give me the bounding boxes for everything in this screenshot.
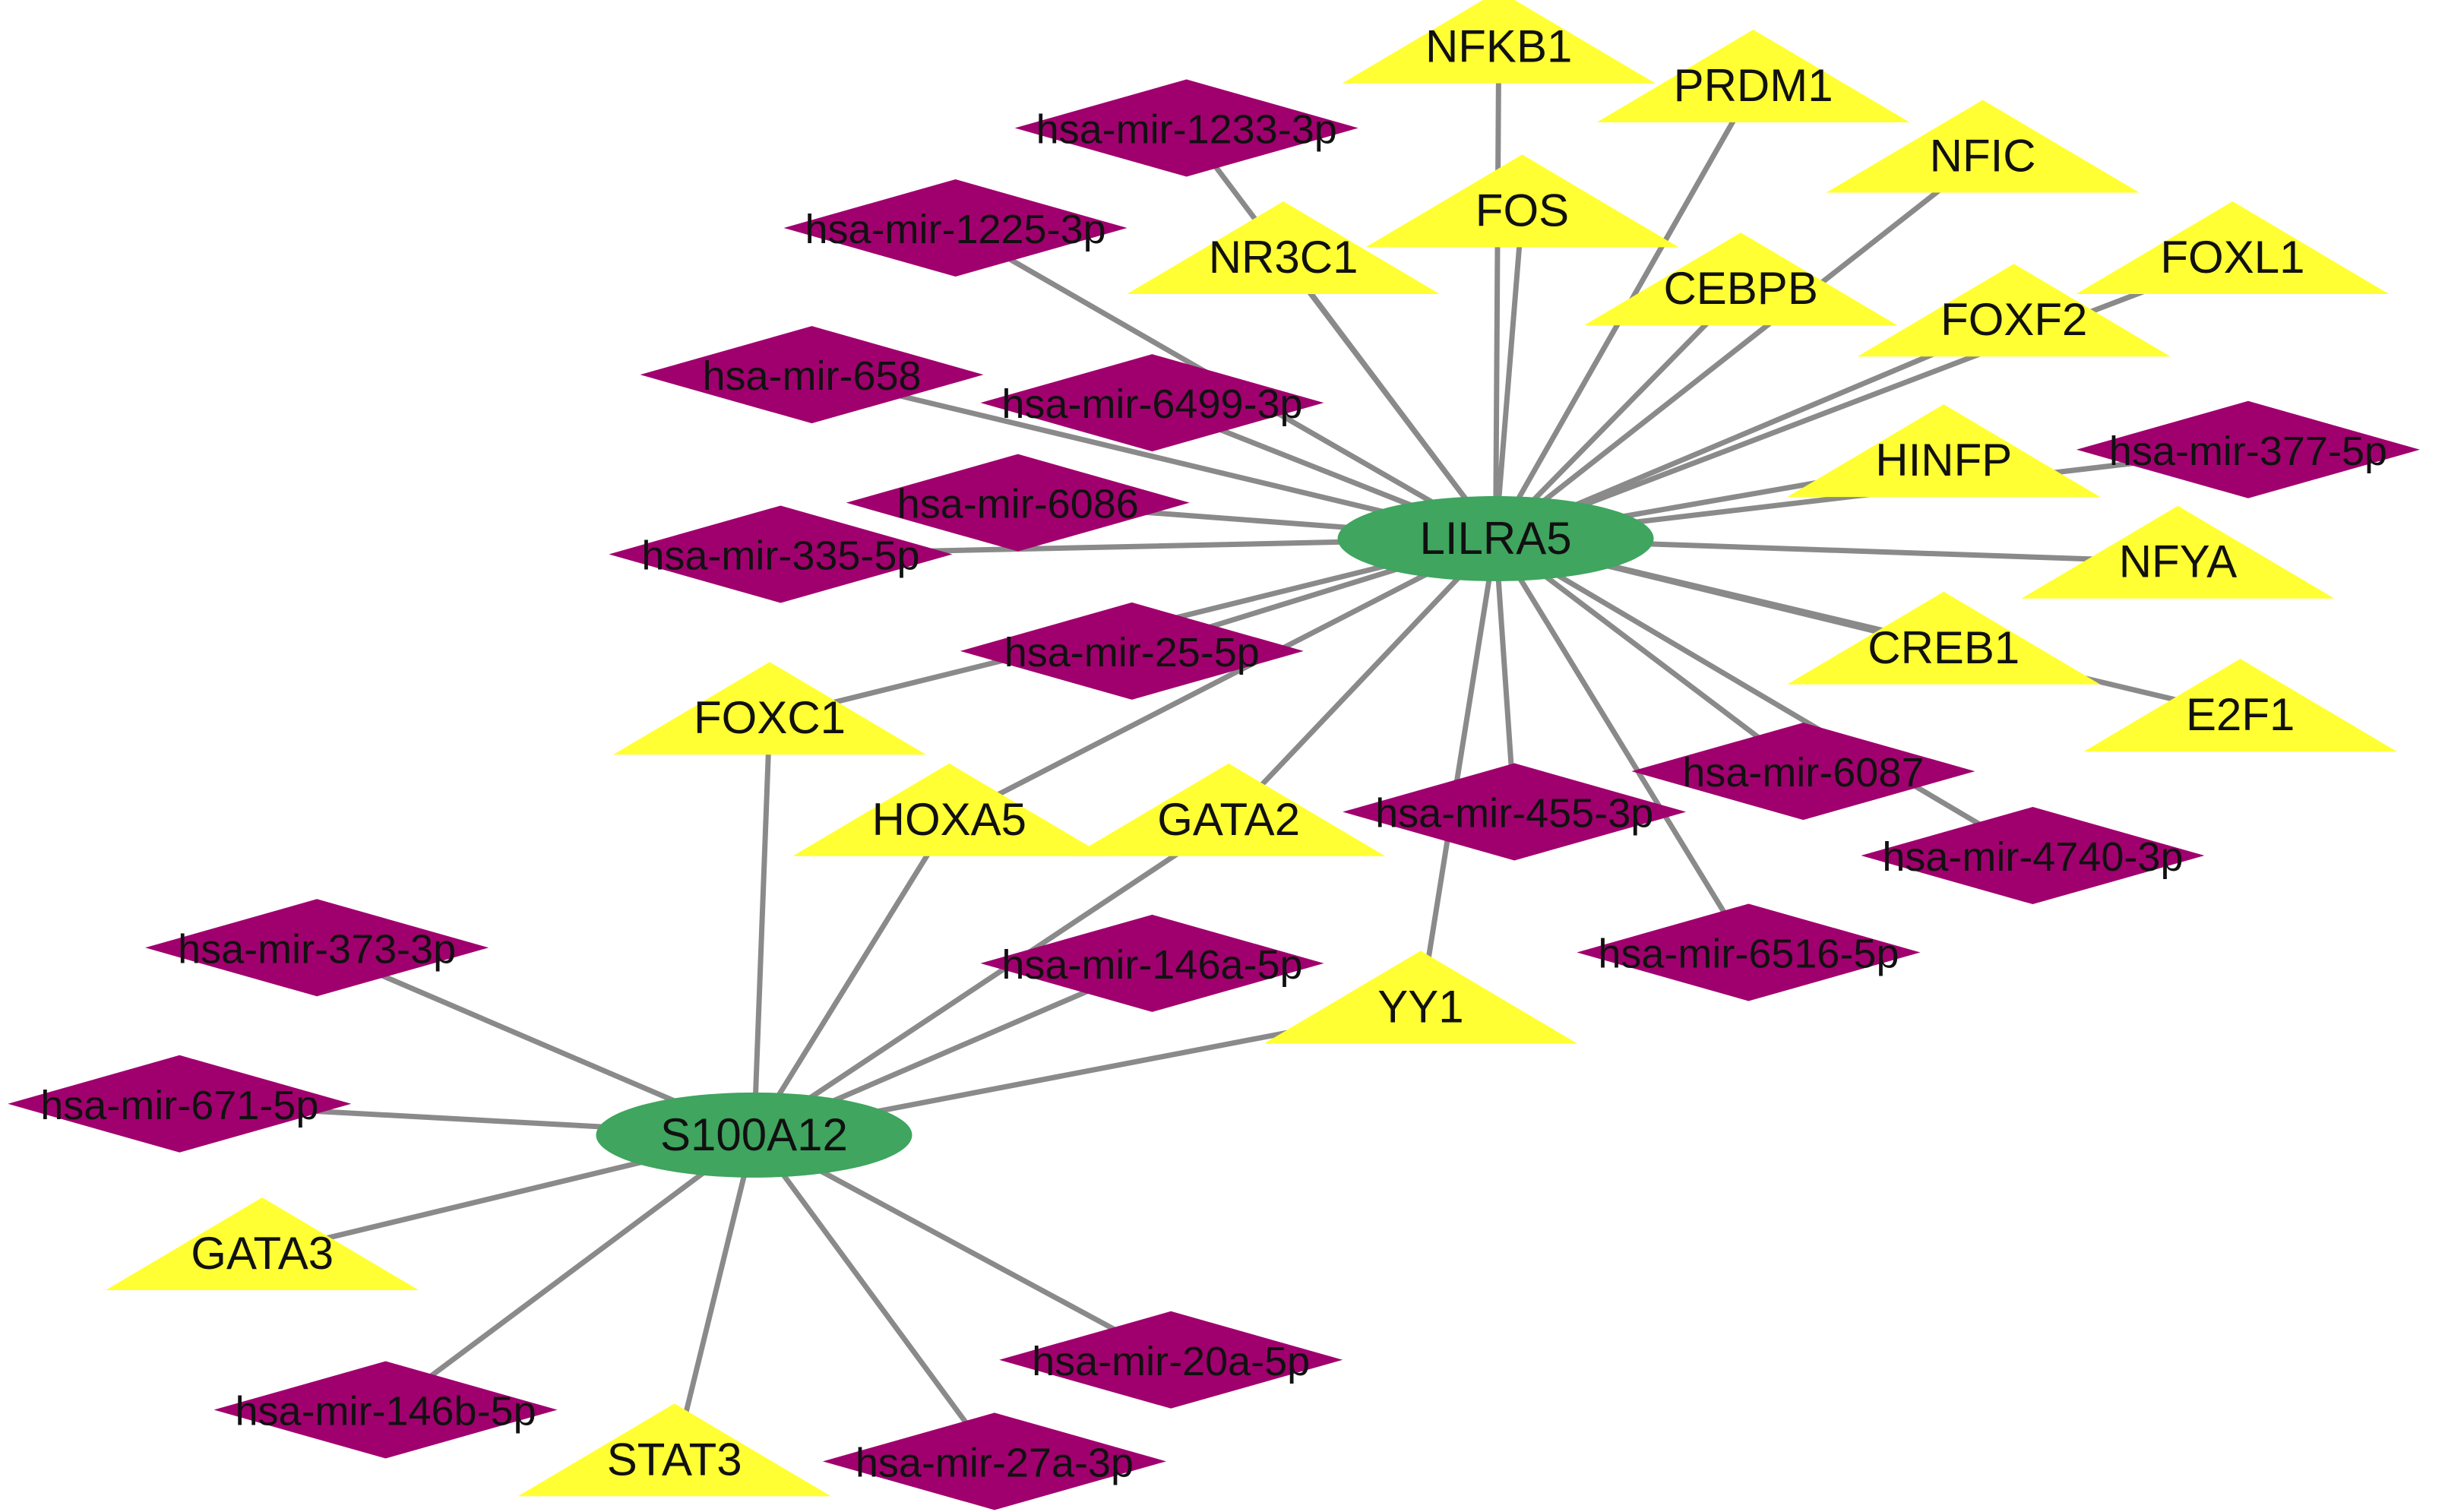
tf-node-nfya[interactable] — [2021, 505, 2335, 599]
node-label-mir146a: hsa-mir-146a-5p — [1001, 942, 1302, 988]
edge-s100a12-stat3 — [672, 1132, 757, 1463]
node-label-mir20a: hsa-mir-20a-5p — [1032, 1339, 1310, 1384]
node-label-cebpb: CEBPB — [1663, 263, 1817, 314]
edge-s100a12-foxc1 — [751, 715, 773, 1138]
mirna-node-mir1225[interactable] — [783, 179, 1128, 277]
edge-s100a12-gata2 — [751, 817, 1232, 1138]
edge-lilra5-mir1233 — [1184, 125, 1499, 542]
node-label-e2f1: E2F1 — [2186, 689, 2295, 740]
node-label-lilra5: LILRA5 — [1419, 513, 1571, 564]
edge-lilra5-cebpb — [1493, 286, 1744, 542]
edge-s100a12-mir27a — [751, 1132, 998, 1464]
node-label-fos: FOS — [1475, 185, 1569, 236]
node-label-s100a12: S100A12 — [660, 1109, 848, 1160]
node-label-nfic: NFIC — [1930, 130, 2036, 181]
mirna-node-mir455[interactable] — [1343, 763, 1687, 861]
mirna-node-mir335[interactable] — [609, 505, 953, 603]
node-label-mir671: hsa-mir-671-5p — [40, 1083, 318, 1128]
mirna-node-mir6086[interactable] — [846, 454, 1190, 552]
tf-node-gata2[interactable] — [1072, 763, 1386, 856]
tf-node-nfic[interactable] — [1826, 100, 2140, 193]
node-label-mir658: hsa-mir-658 — [702, 353, 921, 399]
mirna-node-mir6087[interactable] — [1631, 723, 1975, 821]
mirna-node-mir1233[interactable] — [1014, 79, 1358, 177]
tf-node-nfkb1[interactable] — [1342, 0, 1656, 84]
edge-lilra5-fos — [1493, 207, 1525, 542]
mirna-node-mir20a[interactable] — [999, 1311, 1343, 1409]
edge-lilra5-e2f1 — [1493, 536, 2244, 718]
edge-s100a12-hoxa5 — [751, 817, 952, 1138]
tf-node-gata3[interactable] — [106, 1197, 419, 1291]
node-label-foxf2: FOXF2 — [1940, 294, 2087, 345]
mirna-node-mir373[interactable] — [145, 899, 489, 997]
edge-lilra5-nfkb1 — [1493, 44, 1502, 542]
node-label-hoxa5: HOXA5 — [872, 794, 1026, 845]
hub-node-lilra5[interactable] — [1337, 495, 1654, 581]
mirna-node-mir6516[interactable] — [1577, 903, 1921, 1001]
node-label-nfya: NFYA — [2119, 536, 2238, 587]
edge-lilra5-hoxa5 — [946, 536, 1499, 823]
tf-node-nr3c1[interactable] — [1127, 201, 1441, 295]
edge-lilra5-mir4740 — [1493, 536, 2035, 859]
node-label-nfkb1: NFKB1 — [1425, 21, 1572, 72]
mirna-node-mir146a[interactable] — [980, 914, 1324, 1012]
node-label-mir4740: hsa-mir-4740-3p — [1882, 834, 2183, 880]
node-label-yy1: YY1 — [1377, 981, 1463, 1032]
mirna-node-mir25[interactable] — [960, 602, 1304, 700]
node-label-mir6516: hsa-mir-6516-5p — [1598, 931, 1899, 976]
edge-lilra5-yy1 — [1418, 536, 1499, 1010]
edge-s100a12-mir146b — [383, 1132, 757, 1413]
tf-node-prdm1[interactable] — [1596, 30, 1910, 123]
node-label-mir455: hsa-mir-455-3p — [1375, 791, 1653, 837]
node-label-mir373: hsa-mir-373-3p — [178, 926, 456, 972]
tf-node-foxl1[interactable] — [2076, 201, 2389, 295]
mirna-node-mir4740[interactable] — [1861, 807, 2205, 905]
node-label-mir6499: hsa-mir-6499-3p — [1001, 381, 1302, 427]
tf-node-creb1[interactable] — [1787, 591, 2101, 685]
edge-lilra5-mir6516 — [1493, 536, 1751, 955]
node-label-mir6086: hsa-mir-6086 — [897, 482, 1139, 527]
edge-lilra5-gata2 — [1226, 536, 1499, 823]
mirna-node-mir6499[interactable] — [980, 354, 1324, 452]
tf-node-hoxa5[interactable] — [792, 763, 1106, 856]
tf-node-stat3[interactable] — [517, 1403, 831, 1497]
node-label-foxl1: FOXL1 — [2160, 232, 2304, 283]
nodes-layer — [8, 0, 2420, 1510]
mirna-node-mir658[interactable] — [640, 326, 984, 424]
node-label-prdm1: PRDM1 — [1674, 60, 1833, 111]
node-label-hinfp: HINFP — [1875, 435, 2012, 486]
tf-node-yy1[interactable] — [1264, 951, 1577, 1044]
tf-node-e2f1[interactable] — [2083, 659, 2397, 752]
tf-node-foxf2[interactable] — [1857, 264, 2171, 357]
node-label-foxc1: FOXC1 — [694, 692, 846, 743]
node-label-mir1225: hsa-mir-1225-3p — [805, 207, 1105, 252]
node-label-creb1: CREB1 — [1868, 622, 2019, 673]
node-label-mir335: hsa-mir-335-5p — [641, 533, 919, 578]
node-label-stat3: STAT3 — [607, 1434, 742, 1485]
node-label-mir146b: hsa-mir-146b-5p — [235, 1389, 536, 1435]
edge-lilra5-foxl1 — [1493, 255, 2235, 542]
mirna-node-mir146b[interactable] — [213, 1361, 558, 1459]
mirna-node-mir27a[interactable] — [822, 1412, 1166, 1510]
mirna-node-mir377[interactable] — [2076, 400, 2420, 498]
node-label-mir377: hsa-mir-377-5p — [2109, 429, 2387, 474]
node-label-mir25: hsa-mir-25-5p — [1004, 630, 1260, 675]
edge-lilra5-nfic — [1493, 153, 1986, 542]
node-label-mir6087: hsa-mir-6087 — [1682, 750, 1924, 796]
tf-node-foxc1[interactable] — [613, 662, 927, 755]
tf-node-hinfp[interactable] — [1787, 404, 2101, 498]
node-label-gata3: GATA3 — [191, 1228, 334, 1279]
node-label-mir1233: hsa-mir-1233-3p — [1036, 106, 1337, 152]
tf-node-cebpb[interactable] — [1584, 232, 1898, 326]
mirna-node-mir671[interactable] — [8, 1055, 352, 1153]
node-label-gata2: GATA2 — [1157, 794, 1300, 845]
node-label-mir27a: hsa-mir-27a-3p — [856, 1440, 1134, 1485]
node-label-nr3c1: NR3C1 — [1209, 232, 1358, 283]
tf-node-fos[interactable] — [1365, 154, 1679, 248]
hub-node-s100a12[interactable] — [596, 1092, 912, 1178]
